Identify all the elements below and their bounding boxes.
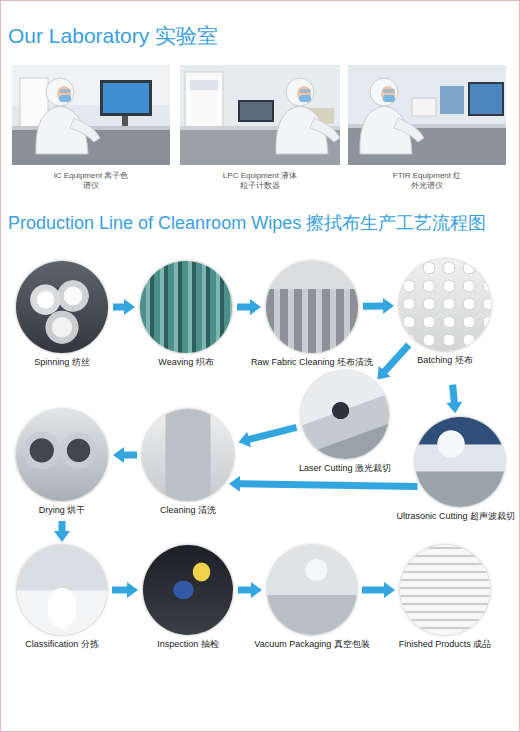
- equipment-caption: IC Equipment 离子色谱仪: [53, 171, 129, 191]
- process-caption: Cleaning 清洗: [160, 505, 216, 516]
- process-photo: [143, 545, 233, 635]
- process-caption: Raw Fabric Cleaning 坯布清洗: [251, 357, 373, 368]
- process-node: Weaving 织布: [140, 261, 232, 353]
- section-heading: Our Laboratory 实验室: [8, 24, 218, 47]
- process-node: Spinning 纺丝: [16, 261, 108, 353]
- process-node: Laser Cutting 激光裁切: [301, 371, 389, 459]
- process-caption: Classification 分拣: [25, 639, 99, 650]
- process-photo: [415, 417, 505, 507]
- process-caption: Finished Products 成品: [399, 639, 492, 650]
- process-photo: [16, 261, 108, 353]
- flow-arrow: [112, 582, 138, 598]
- flow-arrow: [377, 343, 411, 380]
- process-caption: Inspection 抽检: [157, 639, 219, 650]
- process-photo: [140, 261, 232, 353]
- process-node: Raw Fabric Cleaning 坯布清洗: [266, 261, 358, 353]
- process-photo: [301, 371, 389, 459]
- flow-arrow: [362, 582, 395, 598]
- flow-arrow: [54, 521, 70, 542]
- diagram-title: Production Line of Cleanroom Wipes 擦拭布生产…: [8, 214, 486, 234]
- process-caption: Drying 烘干: [39, 505, 86, 516]
- process-caption: Spinning 纺丝: [34, 357, 90, 368]
- process-node: Ultrasonic Cutting 超声波裁切: [415, 417, 505, 507]
- process-node: Cleaning 清洗: [142, 409, 234, 501]
- process-photo: [142, 409, 234, 501]
- process-photo: [400, 545, 490, 635]
- process-node: Finished Products 成品: [400, 545, 490, 635]
- flow-arrow: [229, 476, 418, 492]
- process-caption: Weaving 织布: [158, 357, 213, 368]
- flow-arrow: [363, 298, 394, 314]
- process-node: Drying 烘干: [16, 409, 108, 501]
- process-node: Batching 坯布: [399, 259, 491, 351]
- process-caption: Ultrasonic Cutting 超声波裁切: [396, 511, 515, 522]
- process-node: Inspection 抽检: [143, 545, 233, 635]
- process-photo: [16, 409, 108, 501]
- flow-arrow: [238, 424, 297, 447]
- process-caption: Batching 坯布: [417, 355, 473, 366]
- flow-arrow: [113, 299, 135, 315]
- process-photo: [399, 259, 491, 351]
- process-photo: [266, 261, 358, 353]
- process-node: Vacuum Packaging 真空包装: [267, 545, 357, 635]
- process-photo: [267, 545, 357, 635]
- process-node: Classification 分拣: [17, 545, 107, 635]
- flow-arrow: [113, 447, 137, 463]
- equipment-caption: FTIR Equipment 红外光谱仪: [389, 171, 465, 191]
- flow-arrow: [446, 384, 462, 413]
- flow-arrow: [237, 299, 261, 315]
- flow-arrow: [238, 582, 262, 598]
- process-caption: Vacuum Packaging 真空包装: [254, 639, 369, 650]
- process-photo: [17, 545, 107, 635]
- process-caption: Laser Cutting 激光裁切: [299, 463, 391, 474]
- equipment-caption: LPC Equipment 液体粒子计数器: [222, 171, 298, 191]
